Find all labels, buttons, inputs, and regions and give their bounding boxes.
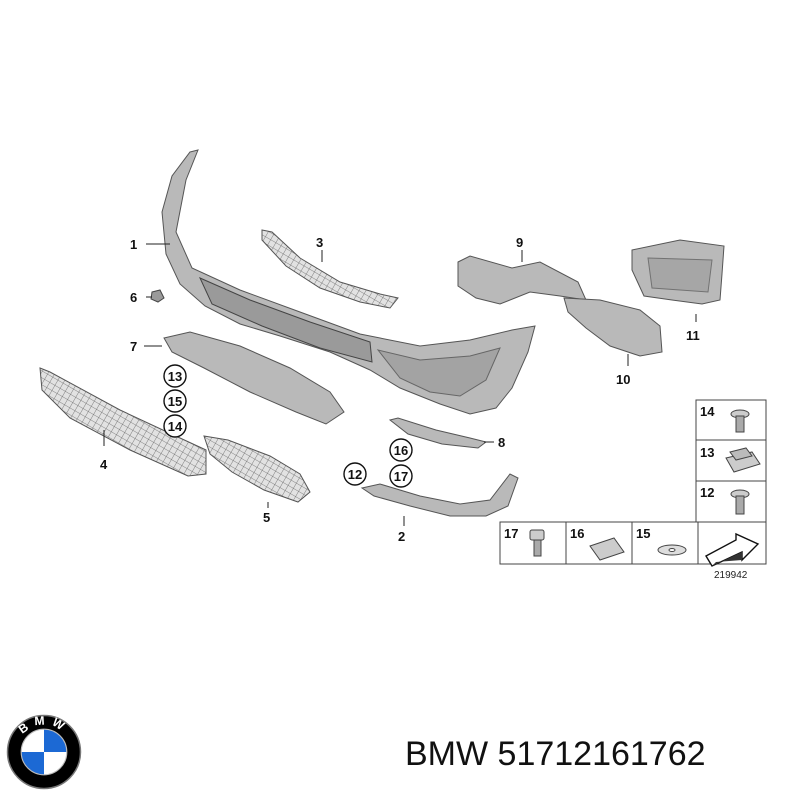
part-number-caption: BMW 51712161762 xyxy=(405,735,706,773)
svg-text:14: 14 xyxy=(168,419,183,434)
figure-number: 219942 xyxy=(714,570,748,581)
callout-11: 11 xyxy=(686,328,700,343)
circled-ref-15: 15 xyxy=(163,389,187,413)
bumper-trim-panel xyxy=(161,149,536,415)
legend-right-column: 14 13 12 xyxy=(695,399,767,523)
grille-strip xyxy=(261,229,399,309)
callout-10: 10 xyxy=(616,372,630,387)
circled-ref-17: 17 xyxy=(389,464,413,488)
callout-5: 5 xyxy=(263,510,270,525)
parts-diagram: 1 2 3 4 5 6 7 8 9 10 11 13 15 14 16 12 1… xyxy=(39,149,767,581)
circled-ref-16: 16 xyxy=(389,438,413,462)
svg-text:16: 16 xyxy=(394,443,408,458)
callout-7: 7 xyxy=(130,339,137,354)
washer-icon xyxy=(657,544,687,556)
lower-grille xyxy=(39,367,207,477)
circled-ref-12: 12 xyxy=(343,462,367,486)
arrow-icon xyxy=(705,532,760,567)
lower-spoiler xyxy=(360,473,519,517)
clip-nut-icon xyxy=(589,537,625,561)
clip-nut-icon xyxy=(725,447,761,473)
circled-ref-14: 14 xyxy=(163,414,187,438)
screw-icon xyxy=(730,409,750,433)
legend-15: 15 xyxy=(636,526,650,541)
underbody-panel xyxy=(163,331,345,425)
callout-2: 2 xyxy=(398,529,405,544)
bolt-icon xyxy=(529,529,545,557)
legend-bottom-row: 17 16 15 xyxy=(499,521,767,567)
bmw-logo: BMW xyxy=(6,714,82,790)
bolt-icon xyxy=(730,489,750,515)
svg-text:12: 12 xyxy=(348,467,362,482)
circled-ref-13: 13 xyxy=(163,364,187,388)
callout-3: 3 xyxy=(316,235,323,250)
callout-6: 6 xyxy=(130,290,137,305)
legend-13: 13 xyxy=(700,445,714,460)
air-intake-trim xyxy=(563,297,663,357)
svg-text:13: 13 xyxy=(168,369,182,384)
callout-4: 4 xyxy=(100,457,108,472)
svg-text:15: 15 xyxy=(168,394,182,409)
leader-lines xyxy=(103,243,697,526)
legend-12: 12 xyxy=(700,485,714,500)
clip-part xyxy=(150,289,165,303)
callout-1: 1 xyxy=(130,237,137,252)
svg-text:17: 17 xyxy=(394,469,408,484)
legend-16: 16 xyxy=(570,526,584,541)
legend-14: 14 xyxy=(700,404,715,419)
callout-9: 9 xyxy=(516,235,523,250)
legend-17: 17 xyxy=(504,526,518,541)
side-grille xyxy=(203,435,311,503)
callout-8: 8 xyxy=(498,435,505,450)
air-duct xyxy=(457,255,587,305)
